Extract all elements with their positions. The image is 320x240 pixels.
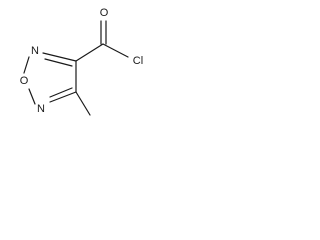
- molecule-drawing: N O N O Cl: [20, 7, 143, 116]
- atom-o1-label: O: [20, 75, 29, 87]
- atom-n1-label: N: [31, 45, 39, 57]
- bond-c3-carbonyl: [75, 43, 104, 62]
- bond-carbonyl-cl: [102, 43, 129, 58]
- bond-c3-n1: [42, 52, 77, 62]
- bond-c3-n1-double: [44, 58, 73, 67]
- bond-c4-methyl: [75, 91, 91, 116]
- bond-n2-c4-double: [49, 87, 73, 98]
- bond-n2-c4: [49, 91, 77, 103]
- bond-o1-n2: [28, 88, 36, 105]
- atom-cl-label: Cl: [133, 55, 143, 67]
- bond-n1-o1: [23, 56, 30, 74]
- atom-n2-label: N: [37, 103, 45, 115]
- structure-canvas: N O N O Cl: [0, 0, 152, 140]
- atom-carbonyl-o-label: O: [100, 7, 109, 19]
